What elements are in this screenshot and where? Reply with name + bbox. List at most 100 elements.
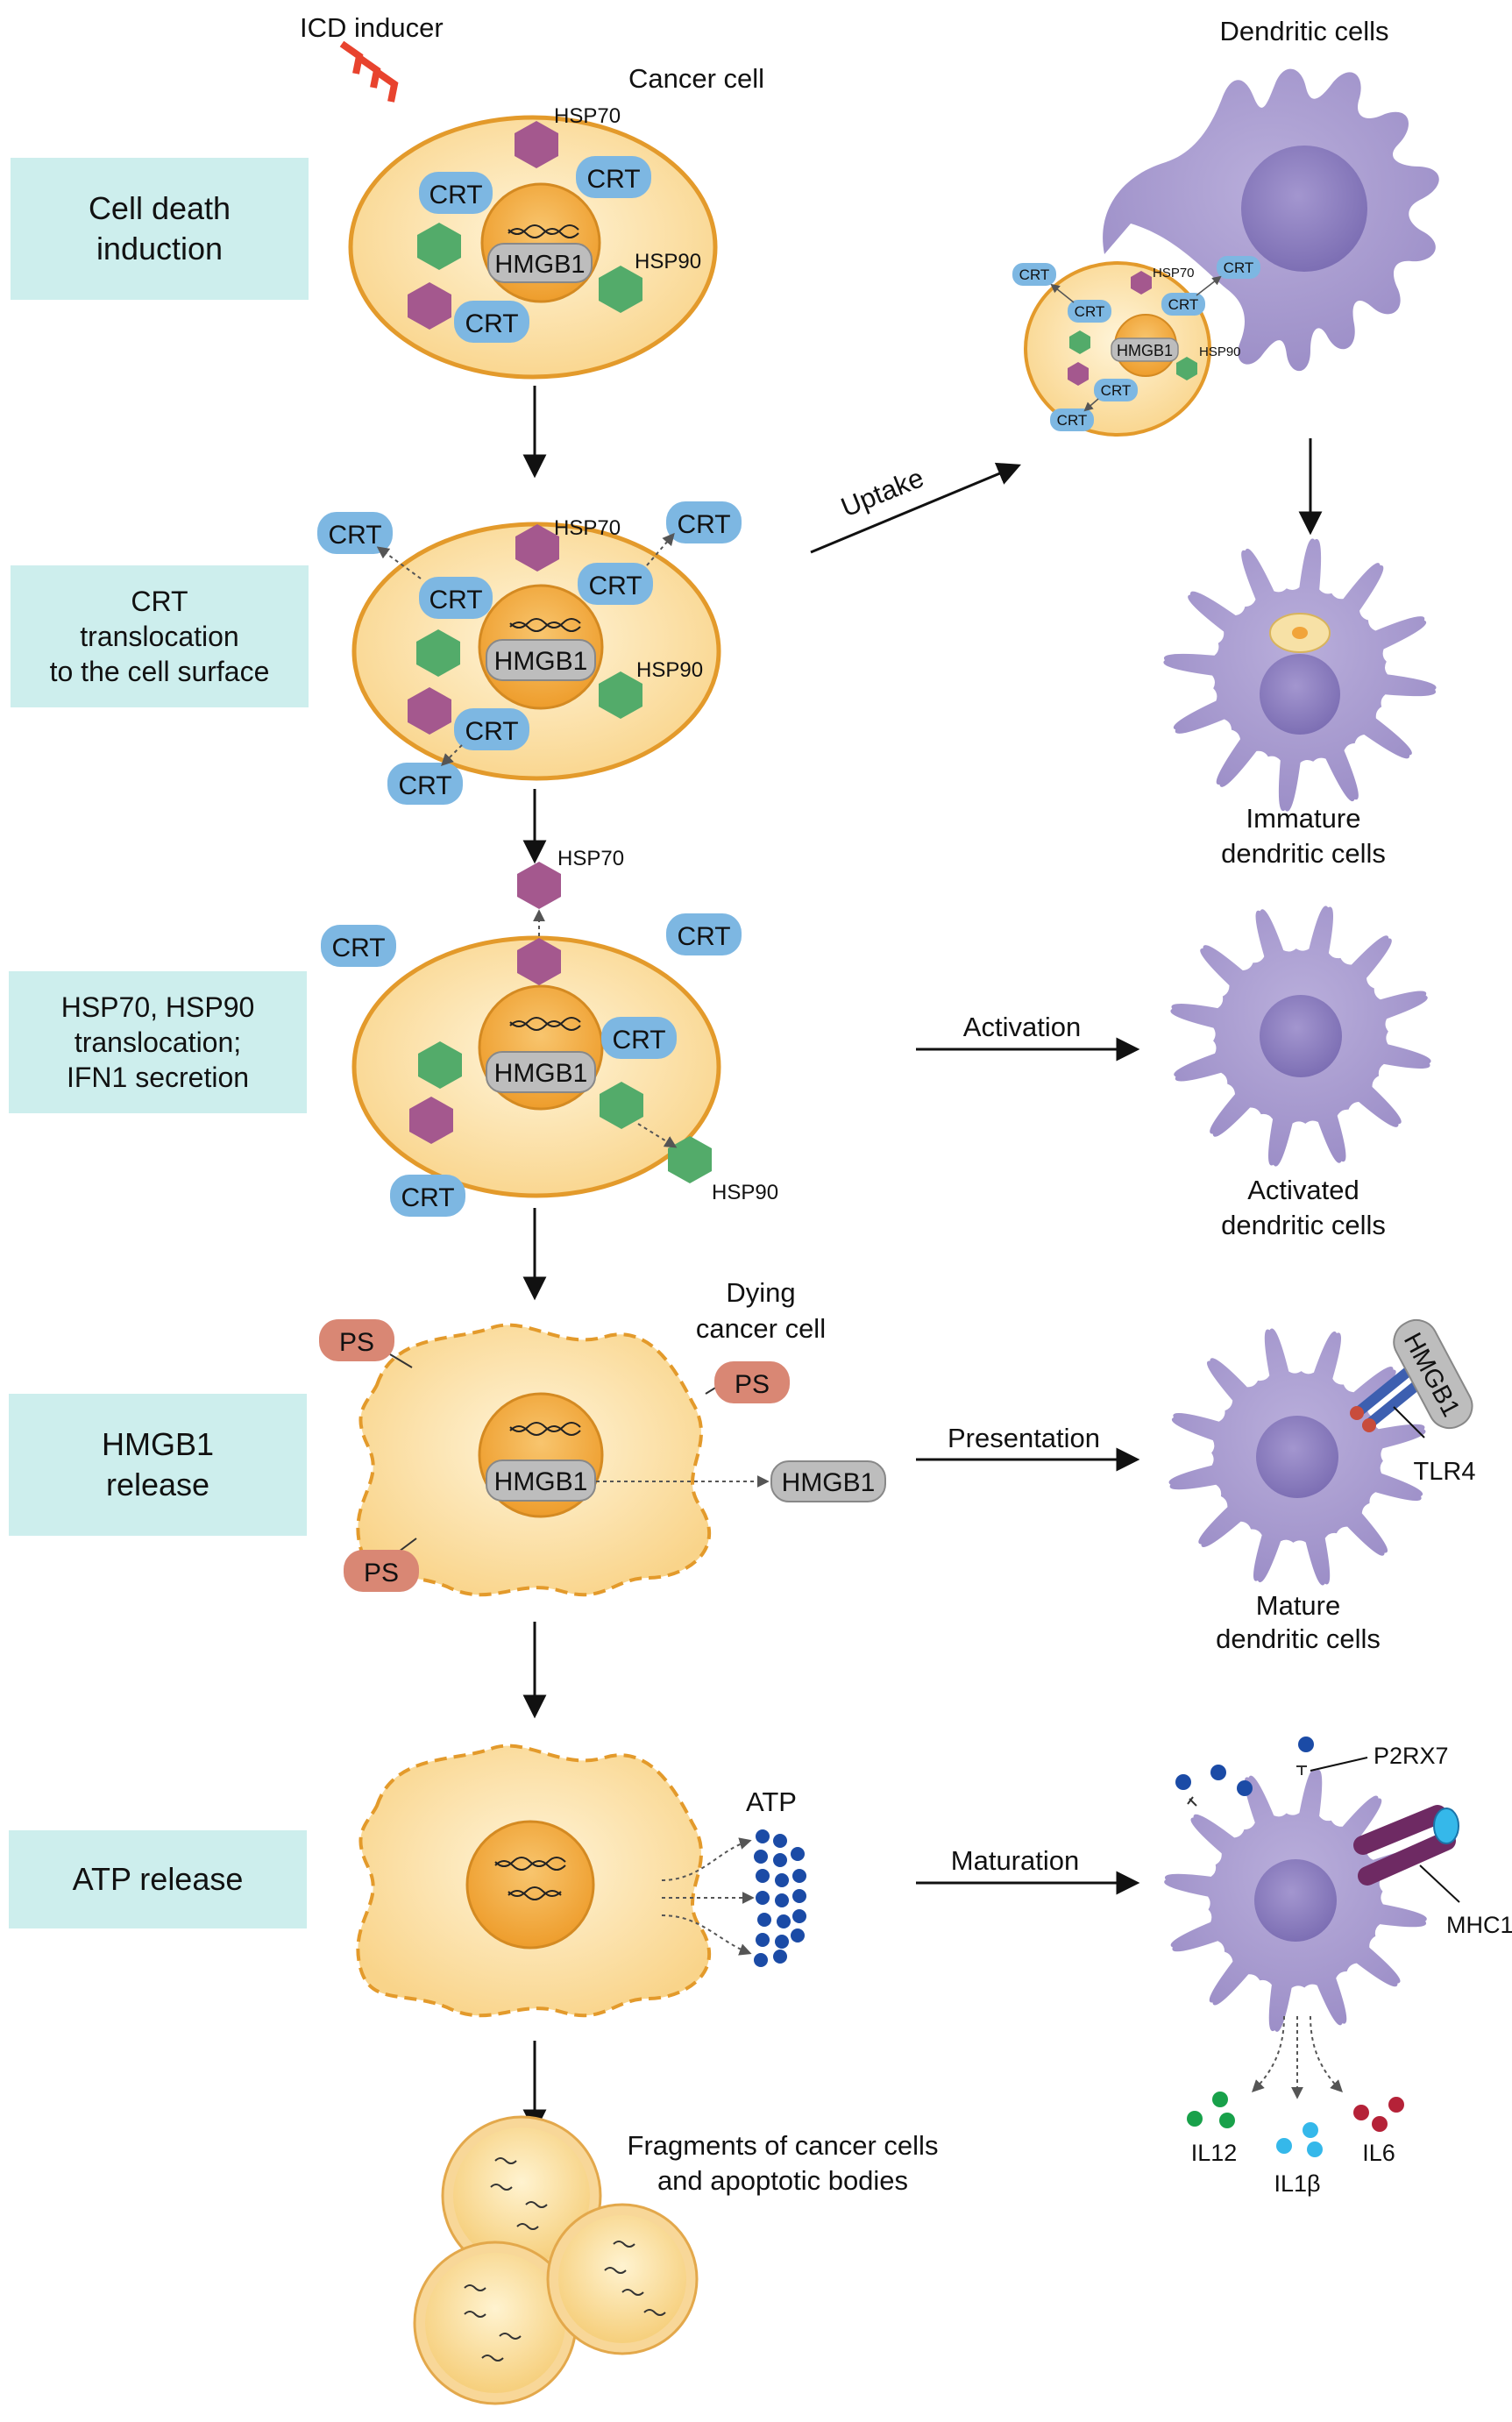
step-label: translocation xyxy=(80,621,239,652)
step-hmgb1-release: HMGB1 release xyxy=(9,1394,307,1536)
crt-label: CRT xyxy=(465,309,518,338)
hsp90-hexagon xyxy=(416,629,460,677)
crt-label: CRT xyxy=(331,934,385,962)
step-label: release xyxy=(105,1467,210,1502)
mature-dc-label: Mature xyxy=(1256,1590,1340,1621)
step-label: to the cell surface xyxy=(49,656,270,687)
hsp90-label: HSP90 xyxy=(1199,344,1241,359)
hmgb1-label: HMGB1 xyxy=(494,1059,588,1088)
crt-label: CRT xyxy=(586,165,640,194)
il12-label: IL12 xyxy=(1191,2140,1238,2166)
fragments-label: and apoptotic bodies xyxy=(657,2165,908,2196)
crt-label: CRT xyxy=(429,181,482,210)
p2rx7-receptor xyxy=(1187,1765,1307,1807)
hmgb1-label: HMGB1 xyxy=(1117,342,1173,359)
uptake-label: Uptake xyxy=(837,462,928,522)
crt-label: CRT xyxy=(1101,382,1132,399)
activated-dendritic-cell xyxy=(1170,906,1431,1167)
cancer-cell-3: HMGB1 HSP70 CRT CRT CRT HSP90 CRT xyxy=(321,847,778,1217)
crt-label: CRT xyxy=(429,586,482,614)
hsp70-hexagon xyxy=(515,524,559,572)
hsp70-hexagon xyxy=(409,1097,453,1144)
step-cell-death-induction: Cell death induction xyxy=(11,158,309,300)
hsp70-label: HSP70 xyxy=(1153,266,1195,281)
hsp70-label: HSP70 xyxy=(554,104,621,128)
cancer-cell-2: HMGB1 HSP70 CRT CRT HSP90 CRT CRT CRT CR… xyxy=(317,501,742,805)
ps-label: PS xyxy=(339,1328,374,1357)
hmgb1-label: HMGB1 xyxy=(494,1467,588,1496)
dendritic-cells-label: Dendritic cells xyxy=(1220,16,1389,46)
hsp90-hexagon xyxy=(600,1082,643,1129)
step-label: IFN1 secretion xyxy=(66,1062,250,1093)
crt-label: CRT xyxy=(1057,412,1088,429)
hmgb1-label: HMGB1 xyxy=(494,251,585,279)
atp-dots xyxy=(754,1829,806,1967)
crt-label: CRT xyxy=(1019,266,1050,283)
fragments-label: Fragments of cancer cells xyxy=(628,2130,939,2161)
presentation-label: Presentation xyxy=(948,1423,1100,1453)
mhc1-complex xyxy=(1353,1805,1459,1886)
crt-label: CRT xyxy=(588,572,642,600)
activated-dc-label: Activated xyxy=(1247,1175,1359,1205)
crt-label: CRT xyxy=(1075,303,1105,320)
hsp90-label: HSP90 xyxy=(635,250,701,273)
icd-inducer-label: ICD inducer xyxy=(300,12,444,43)
mhc1-label: MHC1 xyxy=(1446,1912,1512,1938)
immature-dendritic-cell xyxy=(1163,538,1437,812)
hsp70-label: HSP70 xyxy=(554,516,621,540)
hsp70-hexagon xyxy=(408,687,451,735)
apoptotic-bodies xyxy=(413,2115,699,2405)
crt-label: CRT xyxy=(398,771,451,800)
crt-label: CRT xyxy=(612,1026,665,1055)
crt-label: CRT xyxy=(401,1183,454,1212)
crt-label: CRT xyxy=(328,521,381,550)
maturation-label: Maturation xyxy=(951,1845,1079,1876)
hsp70-label: HSP70 xyxy=(557,847,624,870)
dendritic-cell-uptake: HMGB1 HSP70 HSP90 CRT CRT CRT CRT CRT CR… xyxy=(1012,68,1439,437)
hsp90-hexagon xyxy=(668,1136,712,1183)
hsp90-hexagon xyxy=(418,1041,462,1089)
step-label: ATP release xyxy=(72,1861,244,1897)
tlr4-label: TLR4 xyxy=(1414,1458,1476,1486)
dying-cell-label: Dying xyxy=(726,1277,795,1308)
mature-dendritic-cell: HMGB1 xyxy=(1168,1318,1473,1586)
hsp90-label: HSP90 xyxy=(712,1181,778,1204)
activated-dc-label: dendritic cells xyxy=(1221,1210,1386,1240)
hsp70-hexagon xyxy=(517,938,561,985)
cancer-cell-1: HMGB1 HSP70 CRT CRT HSP90 CRT xyxy=(348,104,718,380)
dying-cell-label: cancer cell xyxy=(696,1313,826,1344)
crt-label: CRT xyxy=(1168,296,1199,313)
crt-label: CRT xyxy=(677,922,730,951)
hsp70-hexagon xyxy=(1068,362,1089,386)
step-label: translocation; xyxy=(74,1026,242,1058)
atp-releasing-cell xyxy=(356,1744,806,2018)
step-label: Cell death xyxy=(88,190,231,226)
hmgb1-label: HMGB1 xyxy=(782,1468,876,1497)
activation-label: Activation xyxy=(963,1012,1081,1042)
ps-label: PS xyxy=(364,1559,399,1587)
p2rx7-label: P2RX7 xyxy=(1374,1743,1449,1769)
crt-label: CRT xyxy=(1224,259,1254,276)
hsp90-label: HSP90 xyxy=(636,658,703,682)
hsp70-hexagon xyxy=(1131,271,1152,295)
hsp90-hexagon xyxy=(1176,357,1197,380)
step-label: induction xyxy=(96,231,224,266)
il6-label: IL6 xyxy=(1362,2140,1395,2166)
hsp90-hexagon xyxy=(599,266,642,313)
hsp70-hexagon xyxy=(408,282,451,330)
immature-dc-label: dendritic cells xyxy=(1221,838,1386,869)
il12-dots xyxy=(1187,2092,1235,2128)
il6-dots xyxy=(1353,2097,1404,2132)
step-label: HSP70, HSP90 xyxy=(60,991,255,1023)
hmgb1-label: HMGB1 xyxy=(494,647,588,676)
hsp70-hexagon xyxy=(515,121,558,168)
step-label: HMGB1 xyxy=(101,1426,215,1462)
atp-label: ATP xyxy=(746,1786,797,1817)
crt-label: CRT xyxy=(677,510,730,539)
dying-cancer-cell: HMGB1 HMGB1 PS PS PS xyxy=(319,1319,886,1597)
step-atp-release: ATP release xyxy=(9,1830,307,1928)
il1b-label: IL1β xyxy=(1274,2170,1320,2197)
